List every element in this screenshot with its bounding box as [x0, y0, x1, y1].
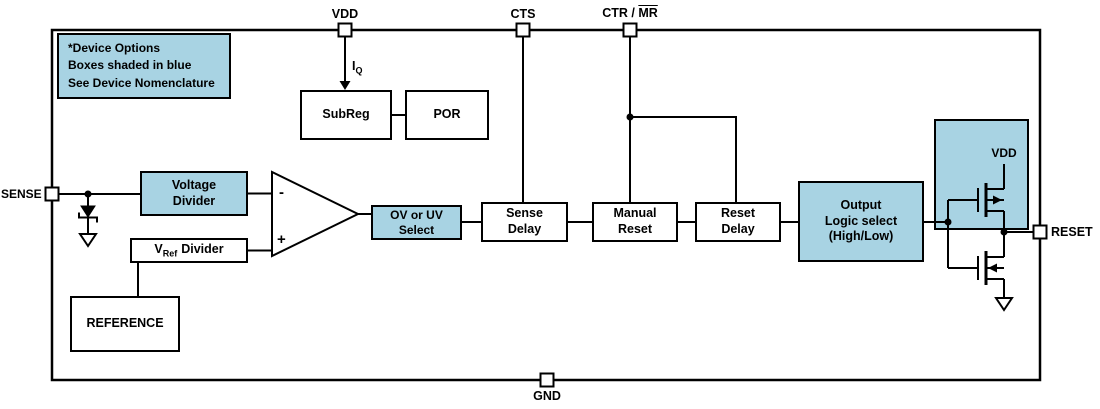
ov-uv-label-line2: Select: [398, 222, 435, 237]
junction-dots: [84, 113, 1008, 236]
iq-arrow-icon: [339, 81, 351, 90]
sense-delay-label-line2: Delay: [507, 222, 542, 236]
cts-pin-label: CTS: [510, 7, 536, 21]
manual-reset-label-line2: Reset: [617, 222, 653, 236]
reset-delay-label-line2: Delay: [721, 222, 755, 236]
sense-pin: [44, 186, 60, 202]
ground-symbol-output: [994, 297, 1014, 312]
output-logic-label-line3: (High/Low): [828, 229, 894, 244]
ground-symbol-sense: [78, 233, 98, 248]
note-line-3: See Device Nomenclature: [68, 75, 215, 90]
pins: [44, 22, 1048, 388]
output-logic-block: Output Logic select (High/Low): [798, 181, 924, 262]
comparator-triangle: [271, 170, 361, 258]
output-logic-label-line1: Output: [840, 198, 882, 213]
sense-junction-dot: [84, 190, 92, 198]
por-block: POR: [405, 90, 489, 140]
reference-block: REFERENCE: [70, 296, 180, 352]
iq-label: IQ: [352, 59, 363, 76]
ctr-mr-pin-label: CTR / MR: [602, 6, 658, 20]
comparator-plus-label: +: [277, 231, 286, 248]
sense-pin-label: SENSE: [1, 187, 42, 201]
voltage-divider-label-line1: Voltage: [171, 177, 217, 192]
ov-uv-select-block: OV or UV Select: [371, 205, 462, 240]
subreg-block: SubReg: [300, 90, 392, 140]
pmos-transistor: [977, 183, 1004, 217]
mr-overline-label: MR: [638, 6, 658, 20]
vref-divider-word: Divider: [181, 242, 224, 257]
sense-delay-block: Sense Delay: [481, 202, 568, 242]
ctr-mr-pin: [622, 22, 638, 38]
reference-label: REFERENCE: [86, 316, 164, 331]
device-options-note: *Device Options Boxes shaded in blue See…: [57, 33, 231, 99]
output-junction-dot: [1000, 228, 1008, 236]
comparator-minus-label: -: [279, 184, 284, 201]
note-line-2: Boxes shaded in blue: [68, 58, 192, 73]
voltage-divider-label-line2: Divider: [172, 193, 216, 208]
zener-anode-triangle: [80, 205, 96, 218]
manual-reset-label-line1: Manual: [613, 206, 657, 221]
reset-pin-label: RESET: [1051, 225, 1093, 239]
output-vdd-label: VDD: [991, 146, 1017, 160]
sense-delay-label-line1: Sense: [506, 206, 543, 221]
voltage-divider-block: Voltage Divider: [140, 171, 248, 216]
manual-reset-block: Manual Reset: [592, 202, 678, 242]
gate-junction-dot: [944, 218, 952, 226]
ov-uv-label-line1: OV or UV: [390, 207, 443, 222]
reset-pin: [1032, 224, 1048, 240]
note-line-1: *Device Options: [68, 41, 161, 55]
subreg-label: SubReg: [322, 107, 370, 122]
nmos-body-arrow-icon: [988, 263, 997, 273]
cts-pin: [515, 22, 531, 38]
output-logic-label-line2: Logic select: [824, 213, 898, 228]
iq-symbol: I: [352, 59, 356, 73]
reset-delay-label-line1: Reset: [720, 206, 756, 221]
ctr-junction-dot: [626, 113, 634, 121]
vref-subscript: Ref: [162, 248, 178, 259]
vdd-pin: [337, 22, 353, 38]
reset-delay-block: Reset Delay: [695, 202, 781, 242]
por-label: POR: [433, 107, 461, 122]
pmos-body-arrow-icon: [993, 195, 1002, 205]
zener-cathode-bar: [78, 212, 98, 223]
vref-v: V: [154, 242, 163, 257]
ctr-branch-wire: [630, 116, 737, 202]
ctr-label-prefix: CTR /: [602, 6, 639, 20]
vdd-pin-label: VDD: [331, 7, 359, 21]
zener-diode: [78, 205, 98, 223]
nmos-transistor: [977, 251, 1004, 285]
gnd-pin-label: GND: [533, 389, 561, 403]
gnd-pin: [539, 372, 555, 388]
output-stage-shaded-box: [934, 119, 1029, 230]
iq-subscript: Q: [355, 65, 363, 76]
